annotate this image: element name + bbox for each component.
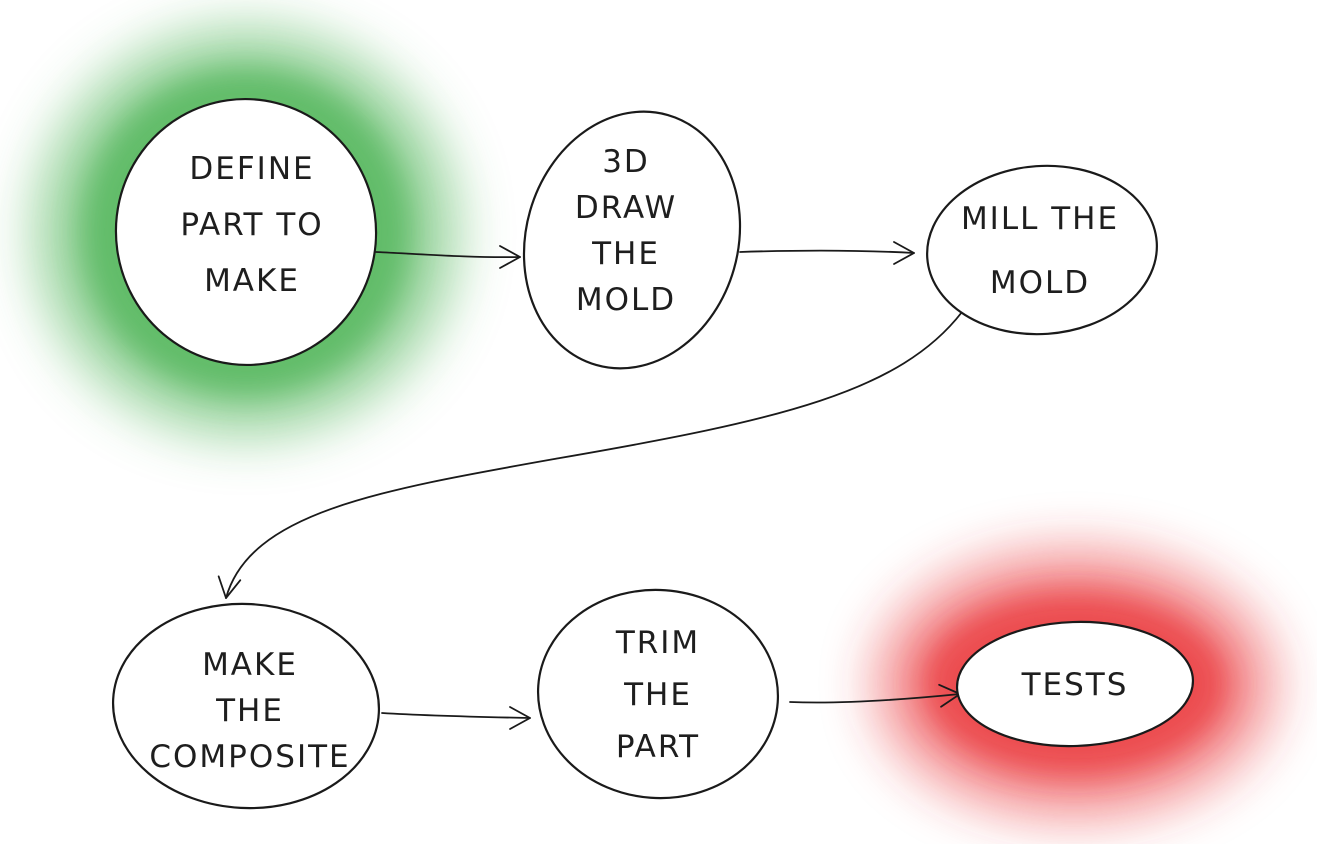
edge-layer [217,241,963,730]
edge-line [789,693,961,704]
node-label: THE [591,236,660,272]
node-label: TRIM [615,625,700,661]
edge-draw-mill [739,241,915,265]
node-shape [926,164,1158,336]
node-label: COMPOSITE [149,739,350,775]
node-label: MAKE [204,263,300,299]
node-define: DEFINE PART TO MAKE [114,97,378,367]
node-label: THE [623,677,692,713]
node-draw: 3D DRAW THE MOLD [522,110,742,370]
node-shape [536,588,780,800]
node-label: DRAW [575,190,677,226]
node-label: MOLD [990,265,1090,301]
edge-line [739,249,915,254]
node-label: TESTS [1021,667,1129,703]
edge-define-draw [375,245,521,269]
node-label: 3D [602,144,650,180]
node-shape [955,620,1195,748]
node-label: MAKE [202,647,298,683]
edge-line [381,712,531,719]
edge-composite-trim [381,706,531,730]
node-shape [114,97,378,367]
node-label: PART TO [180,207,323,243]
edge-mill-composite [217,311,963,599]
node-label: MILL THE [961,201,1119,237]
arrowhead-icon [509,706,531,730]
arrowhead-icon [499,245,521,269]
node-mill: MILL THE MOLD [926,164,1158,336]
node-shape [111,602,381,810]
edge-line [375,251,521,259]
node-trim: TRIM THE PART [536,588,780,800]
node-tests: TESTS [955,620,1195,748]
node-label: THE [215,693,284,729]
node-composite: MAKE THE COMPOSITE [111,602,381,810]
edge-line [225,311,963,599]
node-layer: DEFINE PART TO MAKE 3D DRAW THE MOLD MILL THE MO… [111,97,1195,810]
arrowhead-icon [217,575,242,599]
arrowhead-icon [893,241,915,265]
node-shape [522,110,742,370]
node-label: MOLD [576,282,676,318]
node-label: DEFINE [189,151,314,187]
node-label: PART [616,729,700,765]
